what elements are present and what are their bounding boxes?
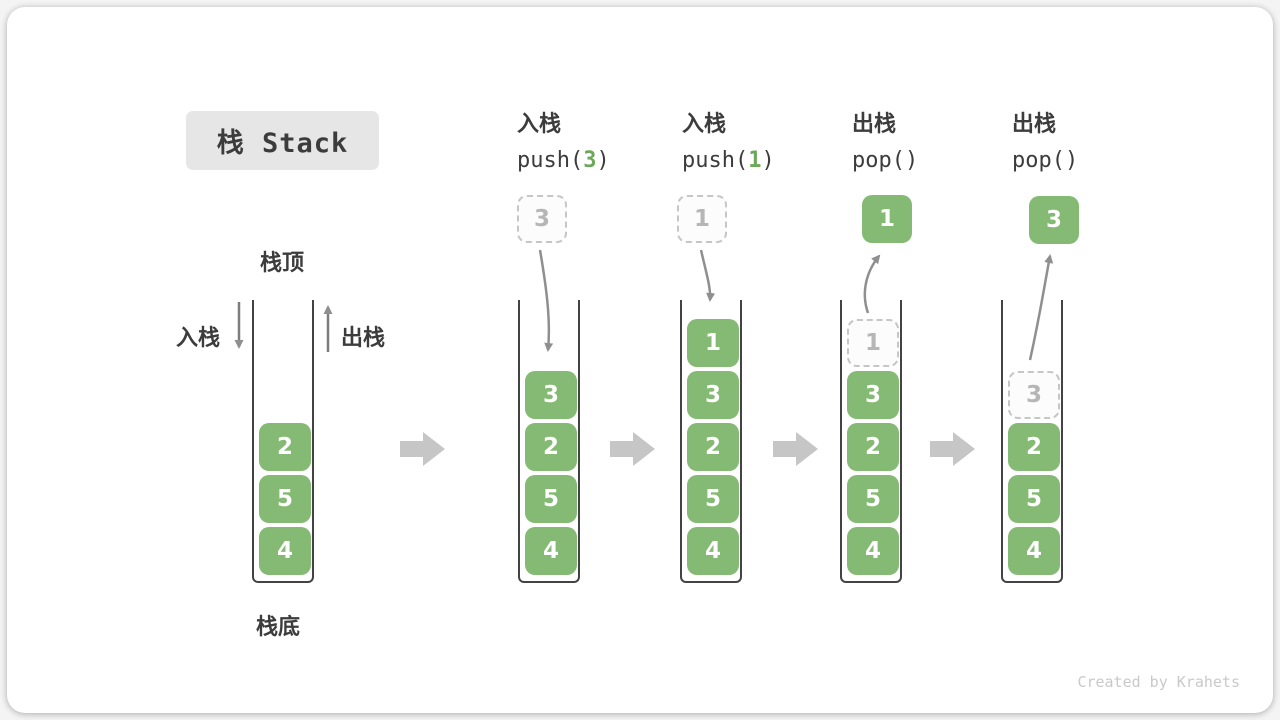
stack-block: 2: [1008, 423, 1060, 471]
stack-block: 3: [847, 371, 899, 419]
title-badge: 栈 Stack: [186, 111, 379, 170]
push-direction-label: 入栈: [176, 325, 221, 350]
stack-block: 5: [1008, 475, 1060, 523]
operation-code: push(3): [517, 148, 610, 173]
stack-block-ghost: 3: [1008, 371, 1060, 419]
operation-pop-first: 出栈 pop(): [852, 106, 918, 173]
stack-block: 5: [687, 475, 739, 523]
stack-block: 1: [687, 319, 739, 367]
stack-block: 2: [259, 423, 311, 471]
stack-block: 3: [525, 371, 577, 419]
watermark-credit: Created by Krahets: [1077, 673, 1240, 691]
stack-block: 5: [259, 475, 311, 523]
floating-element-popped-3: 3: [1029, 196, 1079, 244]
operation-code: pop(): [852, 148, 919, 173]
stack-block: 4: [259, 527, 311, 575]
stack-block: 4: [525, 527, 577, 575]
stack-top-label: 栈顶: [260, 250, 305, 275]
stack-block-ghost: 1: [847, 319, 899, 367]
operation-push-1: 入栈 push(1): [682, 106, 775, 173]
stack-block: 2: [687, 423, 739, 471]
stack-block: 4: [1008, 527, 1060, 575]
operation-push-3: 入栈 push(3): [517, 106, 610, 173]
stack-block: 2: [525, 423, 577, 471]
stack-block: 5: [847, 475, 899, 523]
stack-bottom-label: 栈底: [256, 614, 301, 639]
operation-name: 入栈: [682, 111, 727, 136]
floating-element-push-3: 3: [517, 195, 567, 243]
stack-block: 4: [847, 527, 899, 575]
operation-name: 出栈: [1012, 111, 1057, 136]
operation-code: push(1): [682, 148, 775, 173]
floating-element-push-1: 1: [677, 195, 727, 243]
stack-block: 2: [847, 423, 899, 471]
operation-code: pop(): [1012, 148, 1079, 173]
operation-name: 出栈: [852, 111, 897, 136]
stack-block: 3: [687, 371, 739, 419]
floating-element-popped-1: 1: [862, 195, 912, 243]
operation-name: 入栈: [517, 111, 562, 136]
operation-pop-second: 出栈 pop(): [1012, 106, 1078, 173]
stack-block: 4: [687, 527, 739, 575]
pop-direction-label: 出栈: [341, 325, 386, 350]
stack-block: 5: [525, 475, 577, 523]
